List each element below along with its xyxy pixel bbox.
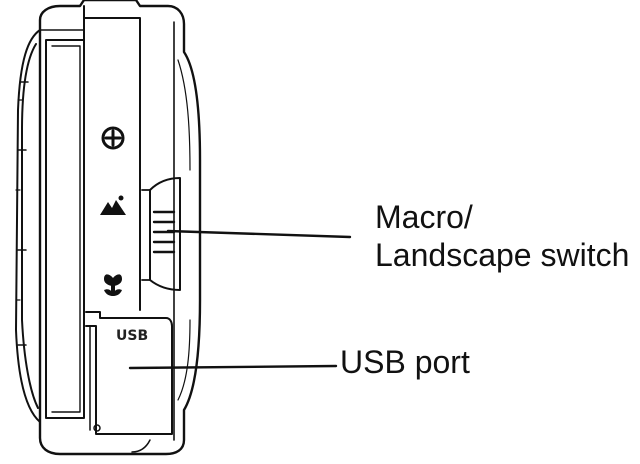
usb-port-label: USB port <box>340 344 470 380</box>
macro-switch-callout-line <box>166 229 352 239</box>
macro-label-line2: Landscape switch <box>375 237 630 273</box>
zoom-in-icon <box>101 126 125 150</box>
macro-landscape-switch[interactable] <box>141 177 181 291</box>
macro-landscape-switch-label: Macro/ Landscape switch <box>375 198 629 274</box>
macro-flower-icon <box>104 274 122 296</box>
usb-port-cover[interactable] <box>85 311 173 435</box>
camera-body <box>38 0 202 456</box>
usb-port-callout-line <box>128 364 338 370</box>
front-lens-ridges <box>15 29 41 423</box>
usb-cover-text: USB <box>116 328 148 344</box>
macro-label-line1: Macro/ <box>375 199 473 235</box>
landscape-mode-icon <box>100 195 126 215</box>
